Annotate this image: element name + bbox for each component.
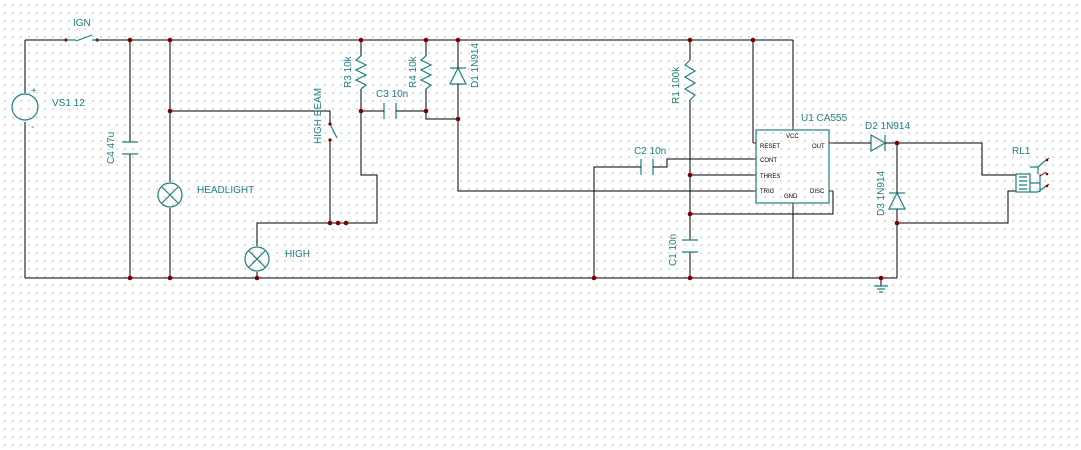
vs1-voltage-source: + - VS1 12 xyxy=(11,86,85,133)
pin-vcc-label: VCC xyxy=(786,134,799,140)
ign-label: IGN xyxy=(73,18,91,29)
ign-switch[interactable]: IGN xyxy=(66,18,97,42)
r3-resistor: R3 10k xyxy=(343,55,368,90)
pin-out-label: OUT xyxy=(812,144,825,150)
pin-gnd-label: GND xyxy=(784,194,798,200)
ground-symbol xyxy=(874,285,888,293)
vs1-label: VS1 12 xyxy=(52,98,85,109)
c2-label: C2 10n xyxy=(634,146,666,157)
vs1-minus-label: - xyxy=(31,122,34,133)
r1-label: R1 100k xyxy=(671,66,682,104)
high-label: HIGH xyxy=(285,249,310,260)
d3-label: D3 1N914 xyxy=(876,171,887,216)
r3-label: R3 10k xyxy=(343,55,354,88)
pin-trig-label: TRIG xyxy=(760,189,775,195)
d3-diode: D3 1N914 xyxy=(876,171,906,216)
headlight-label: HEADLIGHT xyxy=(197,185,254,196)
headlight-lamp: HEADLIGHT xyxy=(157,182,254,208)
vs1-plus-label: + xyxy=(31,86,37,97)
c1-label: C1 10n xyxy=(668,234,679,266)
u1-timer-ic: RESET CONT THRES TRIG VCC OUT GND DISC U… xyxy=(753,113,848,206)
u1-label: U1 CA555 xyxy=(801,113,848,124)
pin-reset-label: RESET xyxy=(760,144,780,150)
d2-label: D2 1N914 xyxy=(865,121,910,132)
wires xyxy=(24,39,1016,286)
pin-thres-label: THRES xyxy=(760,174,780,180)
pin-cont-label: CONT xyxy=(760,158,777,164)
high-lamp: HIGH xyxy=(244,246,310,272)
pin-disc-label: DISC xyxy=(810,189,825,195)
d2-diode: D2 1N914 xyxy=(865,121,910,153)
c3-capacitor: C3 10n xyxy=(376,89,408,119)
high-beam-label: HIGH BEAM xyxy=(313,88,324,144)
r1-resistor: R1 100k xyxy=(671,59,697,104)
c4-label: C4 47u xyxy=(106,132,117,164)
c3-label: C3 10n xyxy=(376,89,408,100)
c2-capacitor: C2 10n xyxy=(634,146,666,175)
c4-capacitor: C4 47u xyxy=(106,132,138,164)
r4-label: R4 10k xyxy=(408,55,419,88)
high-beam-switch[interactable]: HIGH BEAM xyxy=(313,88,338,144)
rl1-label: RL1 xyxy=(1012,146,1031,157)
d1-diode: D1 1N914 xyxy=(449,43,481,88)
rl1-relay: RL1 xyxy=(1012,146,1050,193)
r4-resistor: R4 10k xyxy=(408,55,433,90)
junction-nodes xyxy=(64,37,900,281)
d1-label: D1 1N914 xyxy=(470,43,481,88)
c1-capacitor: C1 10n xyxy=(668,234,698,266)
